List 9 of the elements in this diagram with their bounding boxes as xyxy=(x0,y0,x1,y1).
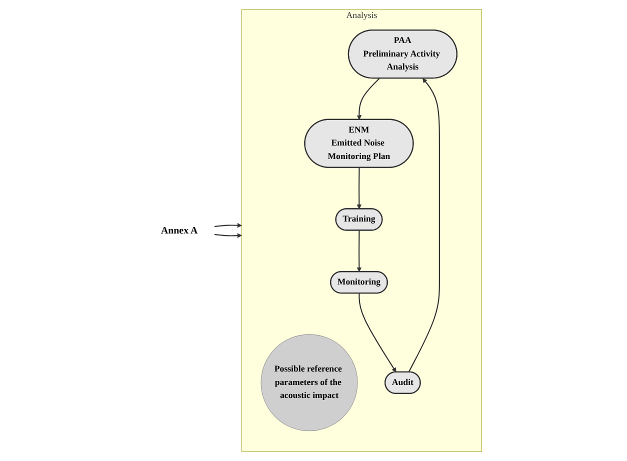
node-text: Annex A xyxy=(161,224,198,236)
arrow xyxy=(357,230,362,272)
arrow xyxy=(357,78,380,120)
arrow xyxy=(359,293,397,372)
node-circle: Possible reference parameters of the acoustic impact xyxy=(261,334,358,432)
arrow xyxy=(214,233,242,238)
arrow xyxy=(357,168,362,210)
arrow xyxy=(214,222,242,228)
arrow xyxy=(408,78,440,372)
